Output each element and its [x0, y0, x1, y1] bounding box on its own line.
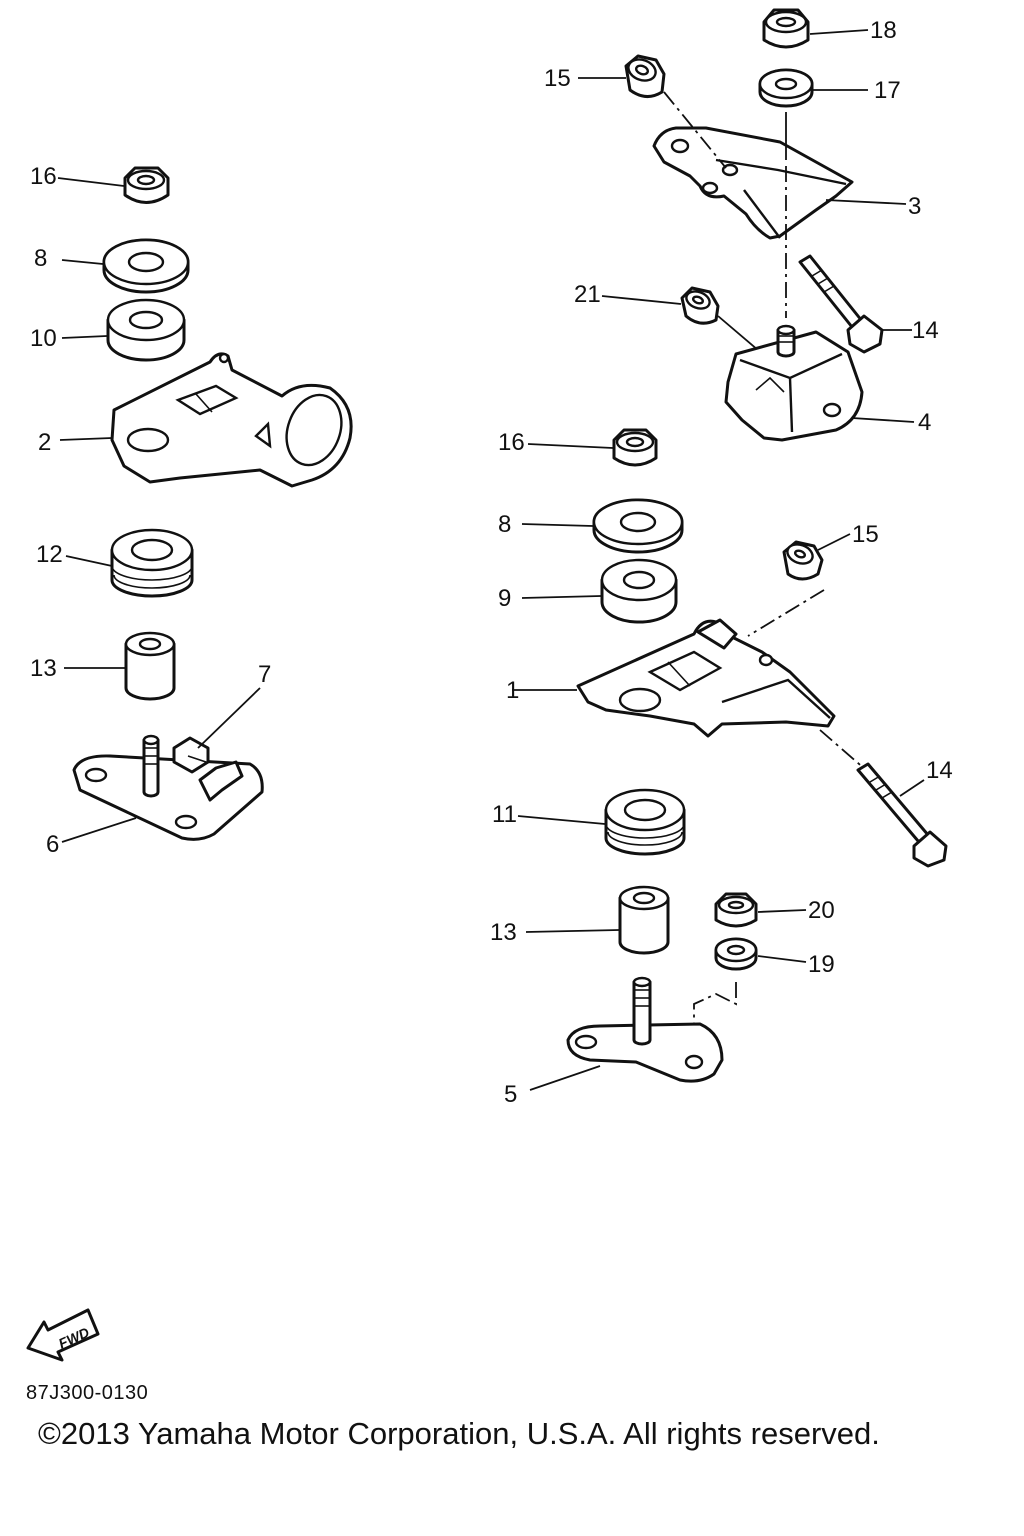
copyright-notice: ©2013 Yamaha Motor Corporation, U.S.A. A…: [38, 1416, 880, 1451]
bolt-14-top: [798, 254, 884, 354]
callout-3: 3: [908, 193, 921, 220]
callout-13-right: 13: [490, 919, 517, 946]
callout-8-left: 8: [34, 245, 47, 272]
callout-16-left: 16: [30, 163, 57, 190]
washer-8-right: [592, 498, 684, 554]
callout-4: 4: [918, 409, 931, 436]
washer-17: [758, 68, 814, 108]
callout-5: 5: [504, 1081, 517, 1108]
callout-10: 10: [30, 325, 57, 352]
callout-15-top: 15: [544, 65, 571, 92]
washer-19: [714, 937, 758, 971]
callout-13-left: 13: [30, 655, 57, 682]
callout-6: 6: [46, 831, 59, 858]
nut-15-right: [782, 540, 824, 581]
grommet-12: [110, 528, 194, 598]
nut-15-top: [624, 54, 666, 98]
bracket-1: [576, 618, 836, 738]
callout-20: 20: [808, 897, 835, 924]
callout-9: 9: [498, 585, 511, 612]
nut-16-left: [123, 166, 170, 204]
callout-1: 1: [506, 677, 519, 704]
callout-11: 11: [492, 801, 517, 828]
callout-21: 21: [574, 281, 601, 308]
callout-16-right: 16: [498, 429, 525, 456]
callout-12: 12: [36, 541, 63, 568]
damper-9: [600, 558, 678, 624]
plate-6: [72, 734, 264, 841]
callout-14-top: 14: [912, 317, 939, 344]
callout-17: 17: [874, 77, 901, 104]
bracket-2: [110, 352, 353, 488]
washer-8-left: [102, 238, 190, 294]
bolt-14-bottom: [856, 762, 948, 868]
fwd-arrow-icon: FWD: [26, 1308, 100, 1362]
bracket-3: [652, 126, 854, 240]
callout-2: 2: [38, 429, 51, 456]
drawing-code: 87J300-0130: [26, 1382, 149, 1404]
callout-18: 18: [870, 17, 897, 44]
damper-10: [106, 298, 186, 362]
callout-7: 7: [258, 661, 271, 688]
nut-20: [714, 892, 758, 928]
callout-19: 19: [808, 951, 835, 978]
callout-14-bottom: 14: [926, 757, 953, 784]
callout-15-right: 15: [852, 521, 879, 548]
collar-13-left: [124, 631, 176, 701]
grommet-11: [604, 788, 686, 856]
plate-5: [566, 976, 724, 1083]
nut-16-right: [612, 428, 658, 467]
nut-21: [680, 286, 720, 325]
nut-18: [762, 8, 810, 49]
engine-mount-4: [724, 324, 864, 442]
callout-8-right: 8: [498, 511, 511, 538]
collar-13-right: [618, 885, 670, 955]
